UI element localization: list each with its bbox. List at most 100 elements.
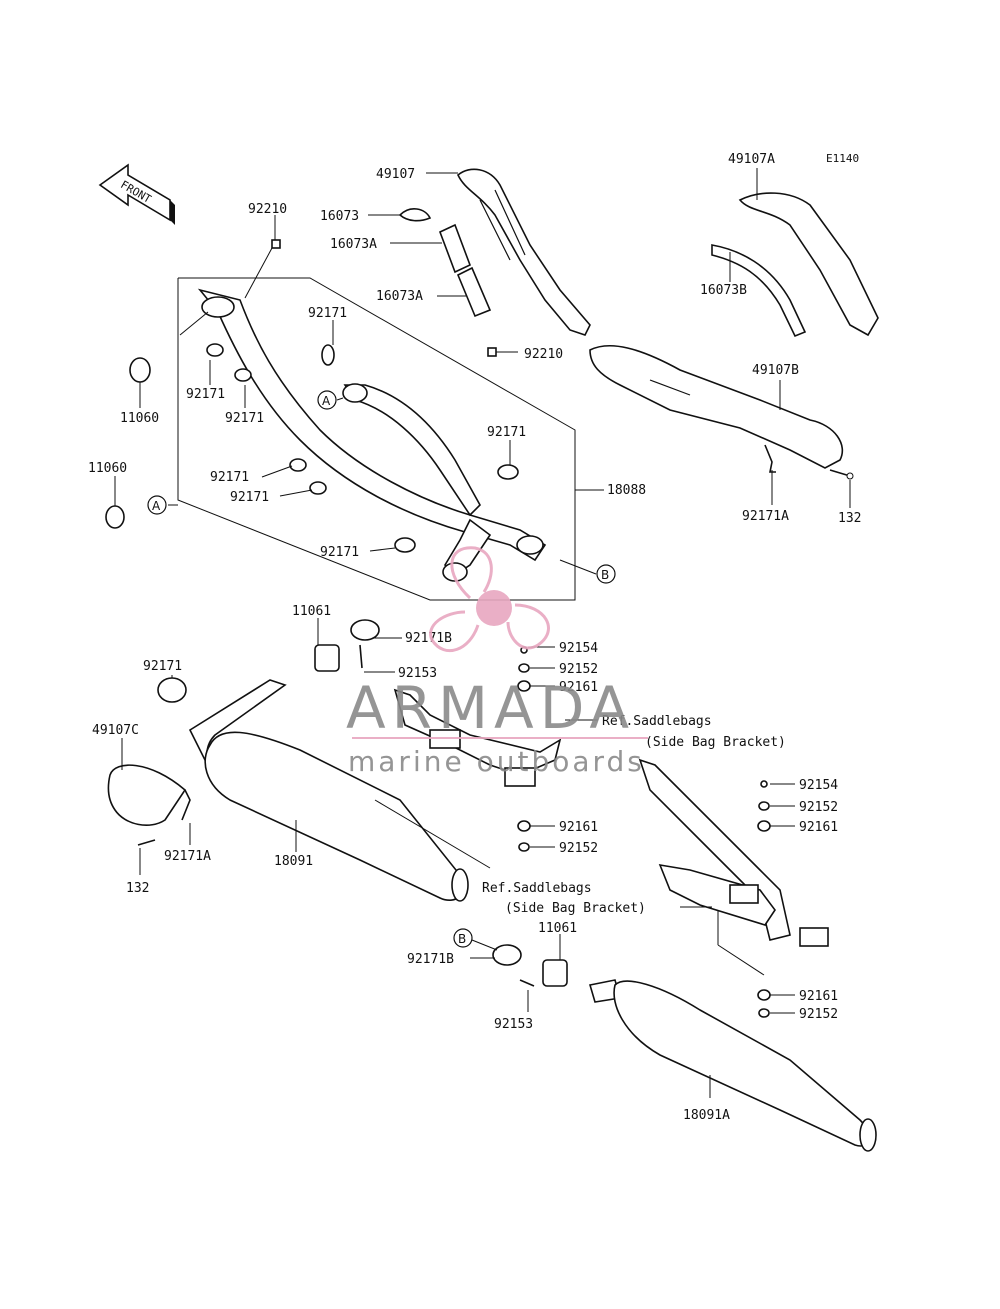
label-92171-a: 92171 [308,306,347,321]
callout-b-2: B [453,928,473,948]
label-92210-2: 92210 [524,347,563,362]
front-arrow-icon: FRONT [98,163,175,225]
label-92152-1: 92152 [559,662,598,677]
bracket-18088 [177,277,576,601]
heat-shield-49107B [589,344,844,469]
callout-a-2: A [147,495,167,515]
callout-a-label-2: A [152,499,161,513]
clamp-92171B-1 [350,619,380,641]
washer-92152-2 [518,842,530,852]
label-92152-2: 92152 [559,841,598,856]
muffler-18091 [188,679,469,902]
callout-b-label-1: B [601,568,609,582]
clamp-92171-left [157,677,187,703]
label-18088: 18088 [607,483,646,498]
label-11061-2: 11061 [538,921,577,936]
nut-92210-1 [271,239,281,249]
label-132-left: 132 [126,881,149,896]
ref-line-1 [374,799,491,869]
label-16073: 16073 [320,209,359,224]
callout-a-1: A [317,390,337,410]
label-92171-f: 92171 [487,425,526,440]
clamps-92171 [206,343,519,553]
watermark: ARMADA marine outboards [346,546,648,778]
bolt-92154-2 [760,780,768,788]
saddlebag-bracket-1 [393,688,562,787]
grommet-92161-3 [757,820,771,832]
label-92154-2: 92154 [799,778,838,793]
watermark-tagline: marine outboards [348,745,645,778]
ref-saddlebags-2-line1: Ref.Saddlebags [482,881,592,896]
callout-b-1: B [596,564,616,584]
shield-pad-16073A-1 [438,223,472,274]
clamp-92171A-left [181,789,191,821]
shield-clamp-92171A-top [764,444,776,473]
label-92161-2: 92161 [559,820,598,835]
screw-132-left [137,839,156,846]
label-92153-2: 92153 [494,1017,533,1032]
label-92171-b: 92171 [186,387,225,402]
label-11060-1: 11060 [120,411,159,426]
nut-92210-2 [487,347,497,357]
label-49107C: 49107C [92,723,139,738]
label-92152-4: 92152 [799,1007,838,1022]
shield-pad-16073A-2 [456,266,492,318]
label-92171-c: 92171 [225,411,264,426]
label-92154-1: 92154 [559,641,598,656]
label-92171B-2: 92171B [407,952,454,967]
end-cap-49107C [107,764,187,826]
screw-132-top [829,469,854,480]
shield-pad-16073B [711,244,807,338]
gasket-11061-2 [542,959,568,987]
saddlebag-bracket-2 [638,758,829,947]
label-11061-1: 11061 [292,604,331,619]
label-92171A-left: 92171A [164,849,211,864]
label-132-top: 132 [838,511,861,526]
exhaust-pipe-18088 [197,288,547,582]
label-92161-1: 92161 [559,680,598,695]
gasket-11060-1 [129,357,151,383]
washer-92152-4 [758,1008,770,1018]
label-92161-4: 92161 [799,989,838,1004]
ref-saddlebags-1-line1: Ref.Saddlebags [602,714,712,729]
label-49107A: 49107A [728,152,775,167]
label-16073B: 16073B [700,283,747,298]
label-92161-3: 92161 [799,820,838,835]
leader-lines [114,168,851,1098]
clamp-92171B-2 [492,944,522,966]
grommet-92161-2 [517,820,531,832]
ref-line-3 [717,944,765,976]
part-labels: 49107 16073 16073A 16073A 49107A 16073B … [88,152,861,1123]
heat-shield-49107 [457,168,591,336]
heat-shield-49107A [738,192,879,337]
shield-clip-16073 [398,208,432,222]
label-92210-1: 92210 [248,202,287,217]
propeller-logo-icon [429,546,550,653]
label-92171-g: 92171 [320,545,359,560]
grommet-92161-4 [757,989,771,1001]
diagram-code: E1140 [826,152,859,165]
ref-saddlebags-1-line2: (Side Bag Bracket) [645,735,786,750]
label-49107: 49107 [376,167,415,182]
label-92171A-top: 92171A [742,509,789,524]
label-18091: 18091 [274,854,313,869]
label-11060-2: 11060 [88,461,127,476]
watermark-brand: ARMADA [346,674,635,742]
label-49107B: 49107B [752,363,799,378]
label-92171B-1: 92171B [405,631,452,646]
gasket-11060-2 [105,505,125,529]
callout-b-label-2: B [458,932,466,946]
muffler-18091A [588,979,877,1152]
gasket-11061-1 [314,644,340,672]
washer-92152-3 [758,801,770,811]
label-92171-d: 92171 [210,470,249,485]
washer-92152-1 [518,663,530,673]
label-92152-3: 92152 [799,800,838,815]
bolt-92153-1 [359,644,363,669]
bolt-92153-2 [519,979,535,987]
label-18091A: 18091A [683,1108,730,1123]
label-16073A-1: 16073A [330,237,377,252]
label-16073A-2: 16073A [376,289,423,304]
label-92171-e: 92171 [230,490,269,505]
